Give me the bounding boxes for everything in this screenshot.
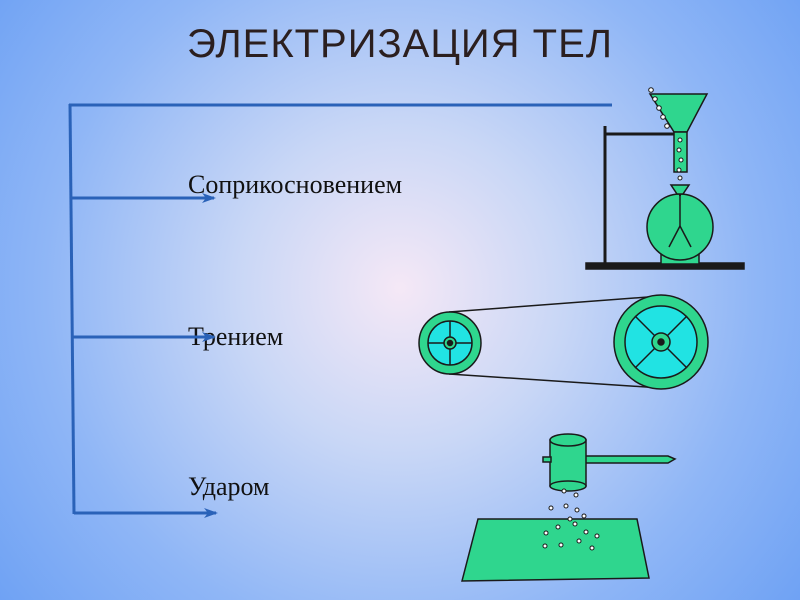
impact-particles [542, 488, 600, 551]
funnel-electroscope-icon [585, 87, 745, 270]
hammer-plate-icon [461, 433, 677, 582]
method-label-impact: Ударом [188, 472, 270, 501]
method-label-contact: Соприкосновением [188, 170, 403, 199]
bracket-vertical-line [68, 103, 76, 515]
belt-wheels-icon [418, 294, 709, 390]
bracket-lines [68, 103, 612, 518]
charge-particles [648, 87, 684, 181]
page-title: ЭЛЕКТРИЗАЦИЯ ТЕЛ [186, 22, 614, 66]
